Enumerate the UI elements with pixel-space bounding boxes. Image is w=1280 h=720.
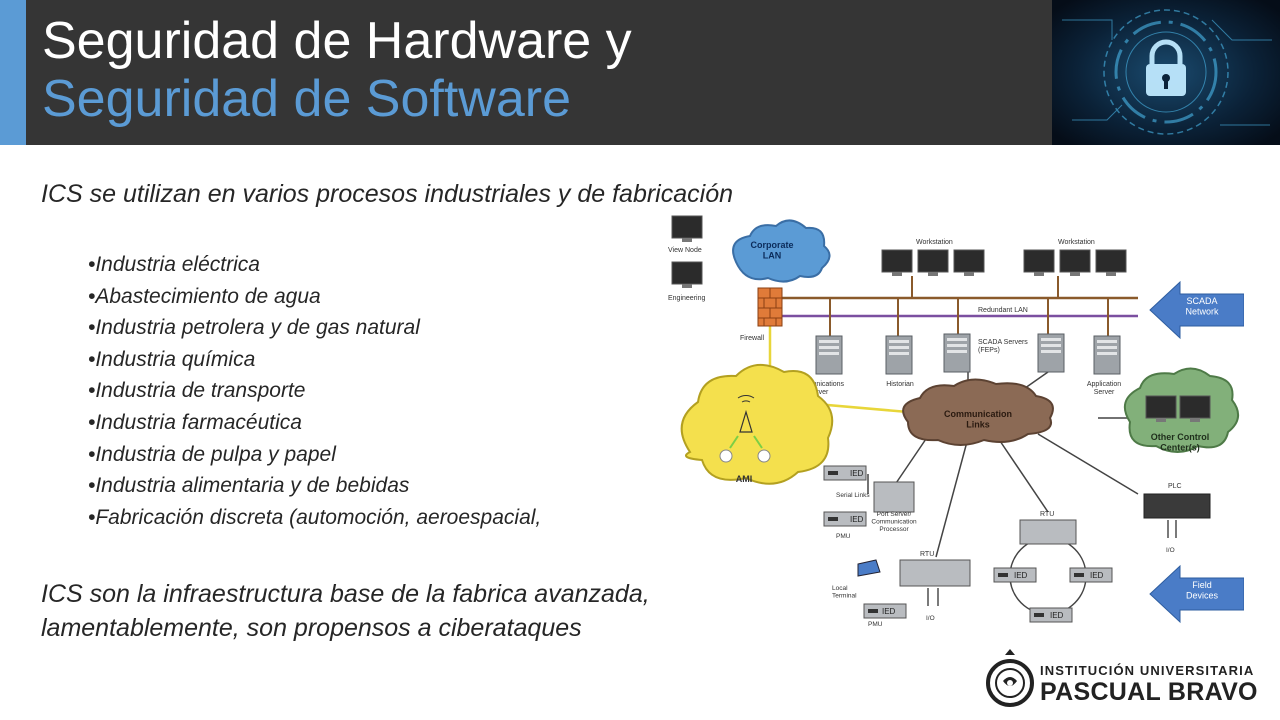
ied-bottom-label: IED bbox=[882, 607, 896, 616]
redundant-lan-label: Redundant LAN bbox=[978, 307, 1028, 314]
ied-ring-right-label: IED bbox=[1090, 571, 1104, 580]
ied-label: IED bbox=[850, 469, 864, 478]
view-node-monitor-icon bbox=[671, 215, 703, 243]
header-image bbox=[1052, 0, 1280, 145]
pmu-ied-label: IED bbox=[850, 515, 864, 524]
scada-server-icon bbox=[1037, 333, 1065, 373]
io-left-label: I/O bbox=[926, 615, 935, 622]
engineering-label: Engineering bbox=[668, 295, 705, 302]
ami-label: AMI bbox=[736, 474, 753, 484]
rtu-left-icon bbox=[899, 559, 971, 587]
workstation-monitor-icon bbox=[1059, 249, 1091, 277]
padlock-icon bbox=[1052, 0, 1280, 145]
scada-server-icon bbox=[943, 333, 971, 373]
view-node-label: View Node bbox=[668, 247, 702, 254]
io-right-label: I/O bbox=[1166, 547, 1175, 554]
bullet-item: •Industria farmacéutica bbox=[88, 410, 302, 434]
bullet-item: •Abastecimiento de agua bbox=[88, 284, 321, 308]
historian-label: Historian bbox=[886, 381, 914, 388]
slide-title-line1: Seguridad de Hardware y bbox=[42, 12, 632, 70]
bullet-item: •Industria química bbox=[88, 347, 256, 371]
rtu-right-icon bbox=[1019, 519, 1077, 545]
plc-icon bbox=[1143, 493, 1211, 519]
pmu-label: PMU bbox=[836, 533, 851, 540]
ied-ring-left-label: IED bbox=[1014, 571, 1028, 580]
communications-server-icon bbox=[815, 335, 843, 375]
bullet-item: •Industria alimentaria y de bebidas bbox=[88, 474, 410, 498]
port-server-icon bbox=[873, 481, 915, 513]
workstation-monitor-icon bbox=[1023, 249, 1055, 277]
ami-cloud: AMI bbox=[680, 364, 834, 485]
plc-label: PLC bbox=[1168, 483, 1182, 490]
slide-header: Seguridad de Hardware y Seguridad de Sof… bbox=[0, 0, 1280, 145]
workstation-right-label: Workstation bbox=[1058, 239, 1095, 246]
institution-seal-icon bbox=[986, 649, 1034, 707]
scada-servers-label: SCADA Servers(FEPs) bbox=[978, 339, 1028, 354]
rtu-left-label: RTU bbox=[920, 551, 934, 558]
local-terminal-icon bbox=[857, 559, 881, 577]
rtu-right-label: RTU bbox=[1040, 511, 1054, 518]
logo-line2: PASCUAL BRAVO bbox=[1040, 678, 1258, 706]
control-center-monitor-icon bbox=[1179, 395, 1211, 423]
bullet-item: •Fabricación discreta (automoción, aeroe… bbox=[88, 505, 542, 529]
bullet-item: •Industria de transporte bbox=[88, 379, 306, 403]
firewall-label: Firewall bbox=[740, 335, 765, 342]
ied-ring-bottom-label: IED bbox=[1050, 611, 1064, 620]
slide-title-line2: Seguridad de Software bbox=[42, 70, 572, 128]
historian-server-icon bbox=[885, 335, 913, 375]
bullet-item: •Industria de pulpa y papel bbox=[88, 442, 336, 466]
workstation-monitor-icon bbox=[953, 249, 985, 277]
serial-links-label: Serial Links bbox=[836, 492, 870, 499]
engineering-monitor-icon bbox=[671, 261, 703, 289]
bullet-item: •Industria eléctrica bbox=[88, 253, 260, 276]
industry-bullet-list: •Industria eléctrica •Abastecimiento de … bbox=[88, 249, 541, 533]
workstation-monitor-icon bbox=[1095, 249, 1127, 277]
workstation-monitor-icon bbox=[917, 249, 949, 277]
application-server-icon bbox=[1093, 335, 1121, 375]
bullet-item: •Industria petrolera y de gas natural bbox=[88, 316, 420, 340]
logo-line1: INSTITUCIÓN UNIVERSITARIA bbox=[1040, 663, 1255, 678]
title-accent-bar bbox=[0, 0, 26, 145]
workstation-left-label: Workstation bbox=[916, 239, 953, 246]
control-center-monitor-icon bbox=[1145, 395, 1177, 423]
closing-text: ICS son la infraestructura base de la fa… bbox=[41, 580, 650, 642]
intro-text: ICS se utilizan en varios procesos indus… bbox=[41, 180, 734, 208]
firewall-icon bbox=[757, 287, 783, 327]
institution-logo: INSTITUCIÓN UNIVERSITARIA PASCUAL BRAVO bbox=[984, 645, 1264, 715]
workstation-monitor-icon bbox=[881, 249, 913, 277]
pmu-bottom-label: PMU bbox=[868, 621, 883, 628]
